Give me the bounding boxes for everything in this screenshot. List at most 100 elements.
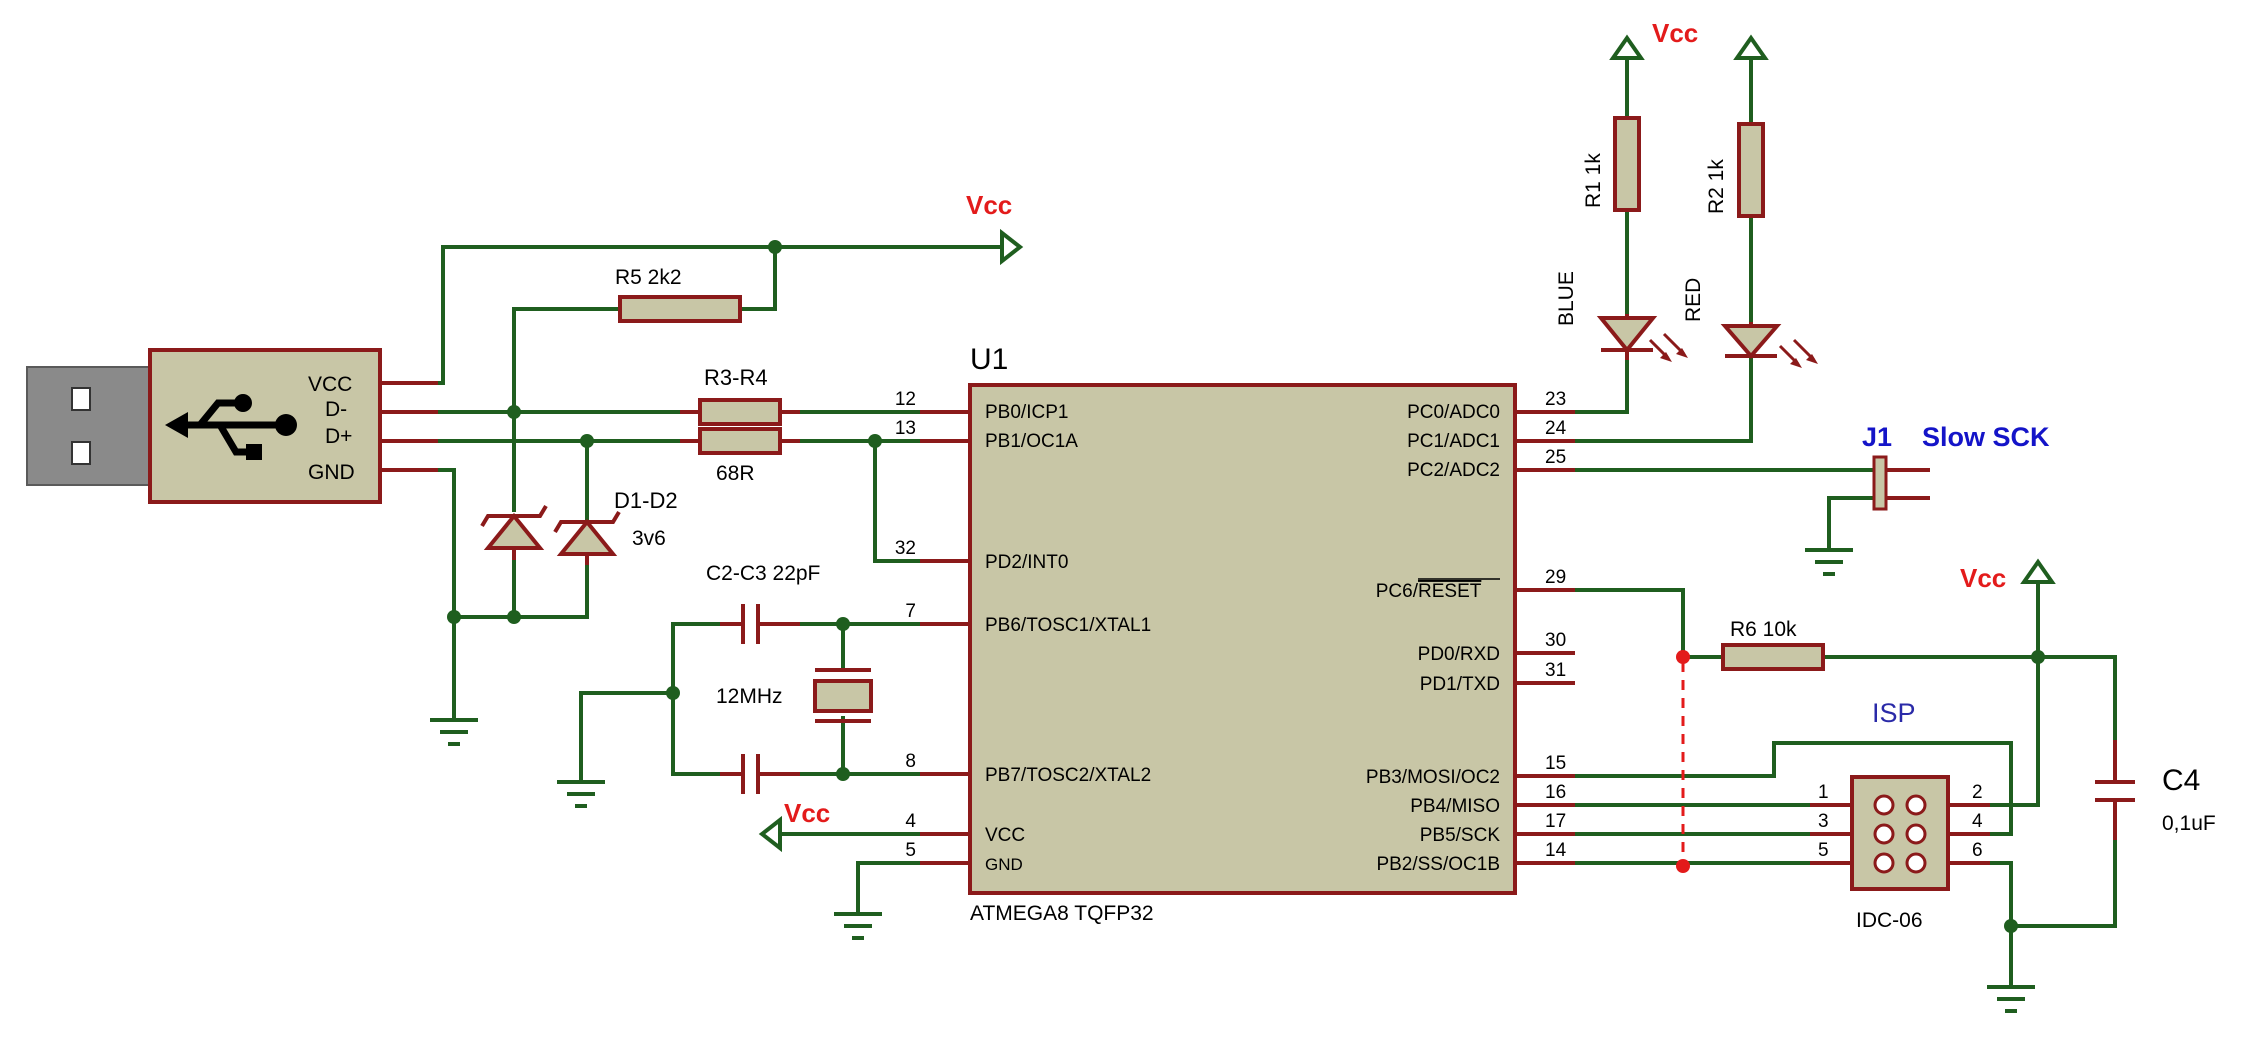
mcu-pin-name-pb5: PB5/SCK [1420,825,1501,846]
led-red [1720,322,1818,368]
mcu-pin-name-pd2: PD2/INT0 [985,552,1068,573]
vcc-label-r1: Vcc [1652,18,1698,48]
j1-ref: J1 [1862,422,1892,452]
mcu-pin-num-23: 23 [1545,389,1566,410]
crystal [813,668,873,723]
r2-label: R2 1k [1705,159,1728,214]
vcc-arrow-mcu [758,815,782,853]
mcu-pin-name-pc0: PC0/ADC0 [1407,402,1500,423]
mcu-pin-num-25: 25 [1545,447,1566,468]
led-blue-label: BLUE [1555,271,1578,326]
zener-diode-d1 [480,504,548,560]
mcu-pin-num-32: 32 [895,538,916,559]
resistor-r1 [1613,116,1641,212]
vcc-arrow-r1 [1609,34,1645,60]
r5-label: R5 2k2 [615,266,682,289]
ground-icon-crystal [557,780,605,808]
isp-pin-6: 6 [1972,840,1983,861]
junctions [447,240,2045,933]
mcu-pin-name-pd1: PD1/TXD [1420,674,1500,695]
mcu-pin-num-15: 15 [1545,753,1566,774]
mcu-pin-num-17: 17 [1545,811,1566,832]
mcu-pin-name-pc1: PC1/ADC1 [1407,431,1500,452]
led-blue [1596,314,1688,362]
ground-icon-j1 [1805,548,1853,576]
r1-label: R1 1k [1582,153,1605,208]
mcu-part: ATMEGA8 TQFP32 [970,902,1154,925]
isp-pin-1: 1 [1818,782,1829,803]
usb-pin-dplus-label: D+ [325,425,352,448]
resistor-r2 [1737,122,1765,218]
ground-icon-usb [430,718,478,746]
mcu-pin-name-pb2: PB2/SS/OC1B [1376,854,1500,875]
r3r4-value: 68R [716,462,755,485]
usb-symbol-icon [165,394,297,460]
mcu-pin-num-4: 4 [905,811,916,832]
mcu-pin-num-13: 13 [895,418,916,439]
mcu-pin-num-30: 30 [1545,630,1566,651]
mcu-pin-num-7: 7 [905,601,916,622]
mcu-pin-num-5: 5 [905,840,916,861]
j1-label: Slow SCK [1922,422,2050,452]
mcu-pin-num-16: 16 [1545,782,1566,803]
wires [438,56,2117,987]
resistor-r5 [618,295,742,323]
isp-header [1810,775,1990,891]
usb-pin-vcc-label: VCC [308,373,352,396]
mcu-pin-name-pb3: PB3/MOSI/OC2 [1366,767,1500,788]
mcu-pin-num-8: 8 [905,751,916,772]
resistor-r6 [1721,643,1825,671]
mcu-pin-name-vcc: VCC [985,825,1025,846]
d1d2-label: D1-D2 [614,488,678,513]
capacitor-c2 [720,604,800,644]
c4-value: 0,1uF [2162,812,2216,835]
isp-title: ISP [1872,698,1916,728]
c4-label: C4 [2162,764,2200,797]
capacitor-c3 [720,754,800,794]
mcu-pin-name-pb0: PB0/ICP1 [985,402,1068,423]
ground-icon-mcu [834,912,882,940]
jumper-j1 [1872,455,1930,511]
led-red-label: RED [1682,278,1705,322]
isp-pin-5: 5 [1818,840,1829,861]
mcu-pin-num-12: 12 [895,389,916,410]
mcu-u1 [920,383,1575,895]
mcu-ref: U1 [970,343,1008,376]
mcu-pin-name-pb6: PB6/TOSC1/XTAL1 [985,615,1151,636]
mcu-pin-name-reset: RESET [1418,581,1482,602]
r3r4-label: R3-R4 [704,365,768,390]
isp-pin-4: 4 [1972,811,1983,832]
mcu-pin-name-pc2: PC2/ADC2 [1407,460,1500,481]
vcc-label-top: Vcc [966,190,1012,220]
r6-label: R6 10k [1730,618,1797,641]
mcu-pin-num-29: 29 [1545,567,1566,588]
mcu-pin-num-24: 24 [1545,418,1567,439]
crystal-label: 12MHz [716,685,783,708]
mcu-pin-num-14: 14 [1545,840,1567,861]
vcc-arrow-isp [2020,558,2056,584]
mcu-pin-name-pc6: PC6/ [1376,581,1419,602]
vcc-arrow-top [976,228,1024,266]
vcc-label-isp: Vcc [1960,563,2006,593]
ground-icon-isp [1987,985,2035,1013]
isp-part: IDC-06 [1856,909,1923,932]
mcu-pin-name-gnd: GND [985,855,1023,874]
usb-pin-gnd-label: GND [308,461,355,484]
mcu-pin-name-pb7: PB7/TOSC2/XTAL2 [985,765,1151,786]
usb-connector: VCC D- D+ GND [26,348,440,504]
vcc-arrow-r2 [1733,34,1769,60]
isp-pin-3: 3 [1818,811,1829,832]
usb-pin-dminus-label: D- [325,398,347,421]
resistor-r3r4 [680,398,800,455]
isp-pin-2: 2 [1972,782,1983,803]
vcc-label-mcu: Vcc [784,798,830,828]
mcu-pin-name-pb1: PB1/OC1A [985,431,1078,452]
c2c3-label: C2-C3 22pF [706,562,820,585]
mcu-pin-name-pb4: PB4/MISO [1410,796,1500,817]
mcu-pin-num-31: 31 [1545,660,1566,681]
mcu-pin-name-pd0: PD0/RXD [1418,644,1500,665]
capacitor-c4 [2095,740,2135,840]
zener-diode-d2 [553,510,621,565]
d1d2-value: 3v6 [632,527,666,550]
